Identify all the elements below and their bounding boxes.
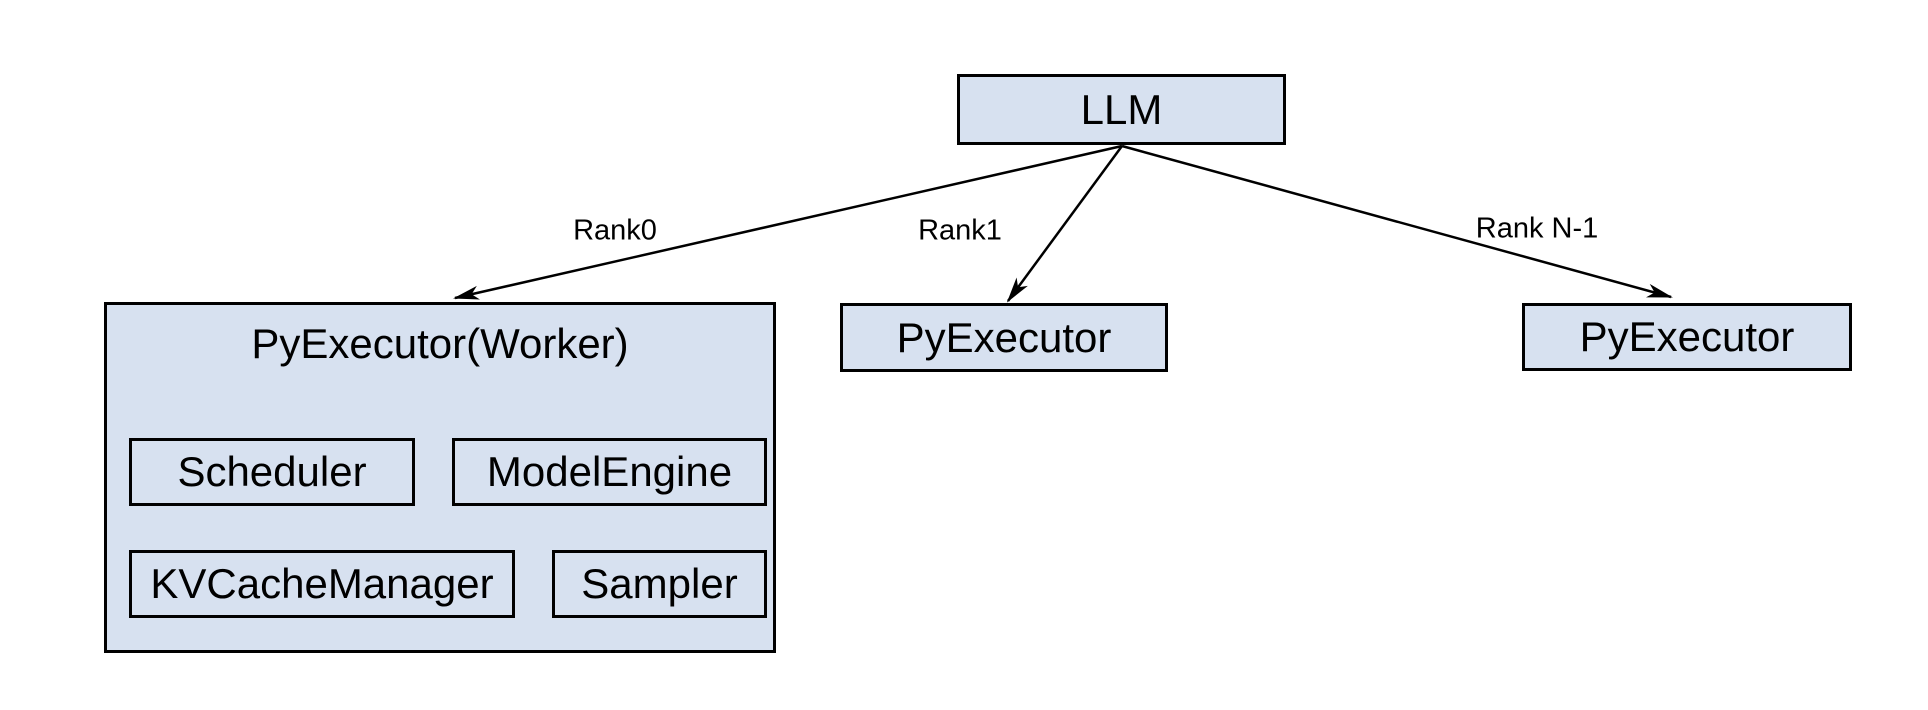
pyexecutor-rank-n-1-box: PyExecutor (1522, 303, 1852, 371)
llm-box: LLM (957, 74, 1286, 145)
edge-label-rank1: Rank1 (918, 214, 1002, 247)
edge-label-rank-n-1: Rank N-1 (1475, 212, 1599, 245)
edge-label-rank0: Rank0 (573, 214, 657, 247)
pyexecutor-rank1-box: PyExecutor (840, 303, 1168, 372)
kvcachemanager-box: KVCacheManager (129, 550, 515, 618)
sampler-box: Sampler (552, 550, 767, 618)
arrow-llm-to-rank1 (1006, 145, 1124, 303)
pyexecutor-worker-title: PyExecutor(Worker) (251, 320, 629, 367)
arrow-llm-to-rank0 (453, 144, 1123, 300)
pyexecutor-worker-box: PyExecutor(Worker) Scheduler ModelEngine… (104, 302, 776, 653)
modelengine-box: ModelEngine (452, 438, 767, 506)
scheduler-box: Scheduler (129, 438, 415, 506)
